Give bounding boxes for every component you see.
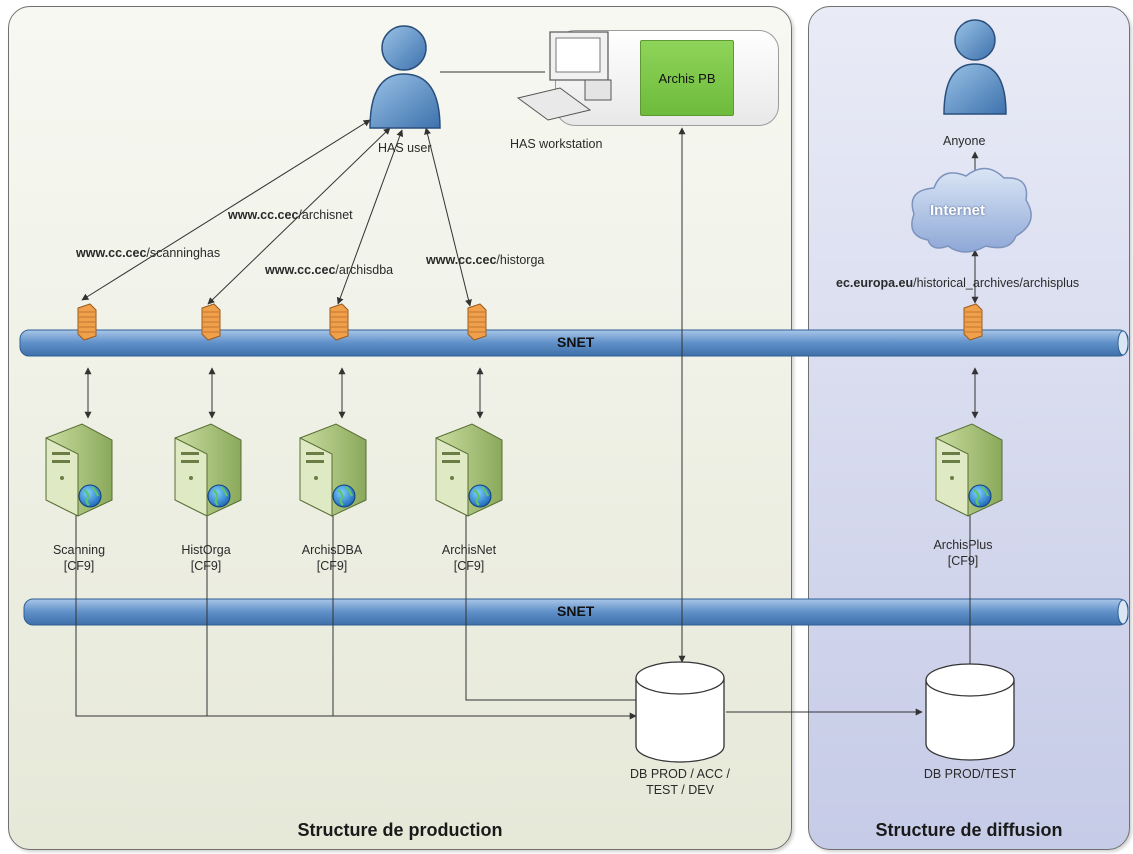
snet-top-label: SNET xyxy=(557,334,595,350)
internet-label: Internet xyxy=(930,202,986,219)
snet-top-pipe xyxy=(19,329,1129,357)
server-label-scanning: Scanning[CF9] xyxy=(52,543,106,573)
firewall-icon xyxy=(201,303,221,341)
connector-user-archisnet xyxy=(424,127,472,307)
firewall-icon xyxy=(329,303,349,341)
has-user-label: HAS user xyxy=(378,141,432,155)
url-scanninghas[interactable]: www.cc.cec/scanninghas xyxy=(76,246,221,260)
globe-icon xyxy=(207,484,231,508)
diffusion-title: Structure de diffusion xyxy=(875,820,1063,840)
production-title: Structure de production xyxy=(297,820,503,840)
db-diffusion-icon xyxy=(925,663,1015,761)
anyone-person-icon xyxy=(943,19,1007,115)
server-icon xyxy=(299,423,367,517)
workstation-computer-icon xyxy=(516,31,612,121)
connector-user-archisdba xyxy=(336,129,404,305)
has-user-person-icon xyxy=(369,25,441,129)
server-label-historga: HistOrga[CF9] xyxy=(181,543,231,573)
firewall-icon xyxy=(963,303,983,341)
url-archisdba[interactable]: www.cc.cec/archisdba xyxy=(265,263,394,277)
globe-icon xyxy=(332,484,356,508)
server-icon xyxy=(435,423,503,517)
server-label-archisdba: ArchisDBA[CF9] xyxy=(301,543,363,573)
firewall-icon xyxy=(467,303,487,341)
globe-icon xyxy=(968,484,992,508)
globe-icon xyxy=(468,484,492,508)
server-label-archisnet: ArchisNet[CF9] xyxy=(441,543,497,573)
connector-scanning-db xyxy=(72,497,637,720)
archis-pb-box: Archis PB xyxy=(640,40,734,116)
globe-icon xyxy=(78,484,102,508)
server-icon xyxy=(174,423,242,517)
server-label-archisplus: ArchisPlus[CF9] xyxy=(933,538,993,568)
url-archisplus[interactable]: ec.europa.eu/historical_archives/archisp… xyxy=(836,276,1080,290)
anyone-label: Anyone xyxy=(943,134,986,148)
db-production-icon xyxy=(635,661,725,763)
internet-cloud-icon xyxy=(911,167,1032,253)
db-diffusion-label: DB PROD/TEST xyxy=(923,767,1017,781)
url-historga[interactable]: www.cc.cec/historga xyxy=(426,253,545,267)
snet-bottom-label: SNET xyxy=(557,603,595,619)
workstation-label: HAS workstation xyxy=(510,137,603,151)
firewall-icon xyxy=(77,303,97,341)
connector-archisnet-db xyxy=(462,497,640,701)
db-production-label: DB PROD / ACC /TEST / DEV xyxy=(629,767,731,797)
server-icon xyxy=(45,423,113,517)
url-archisnet[interactable]: www.cc.cec/archisnet xyxy=(228,208,353,222)
server-icon xyxy=(935,423,1003,517)
